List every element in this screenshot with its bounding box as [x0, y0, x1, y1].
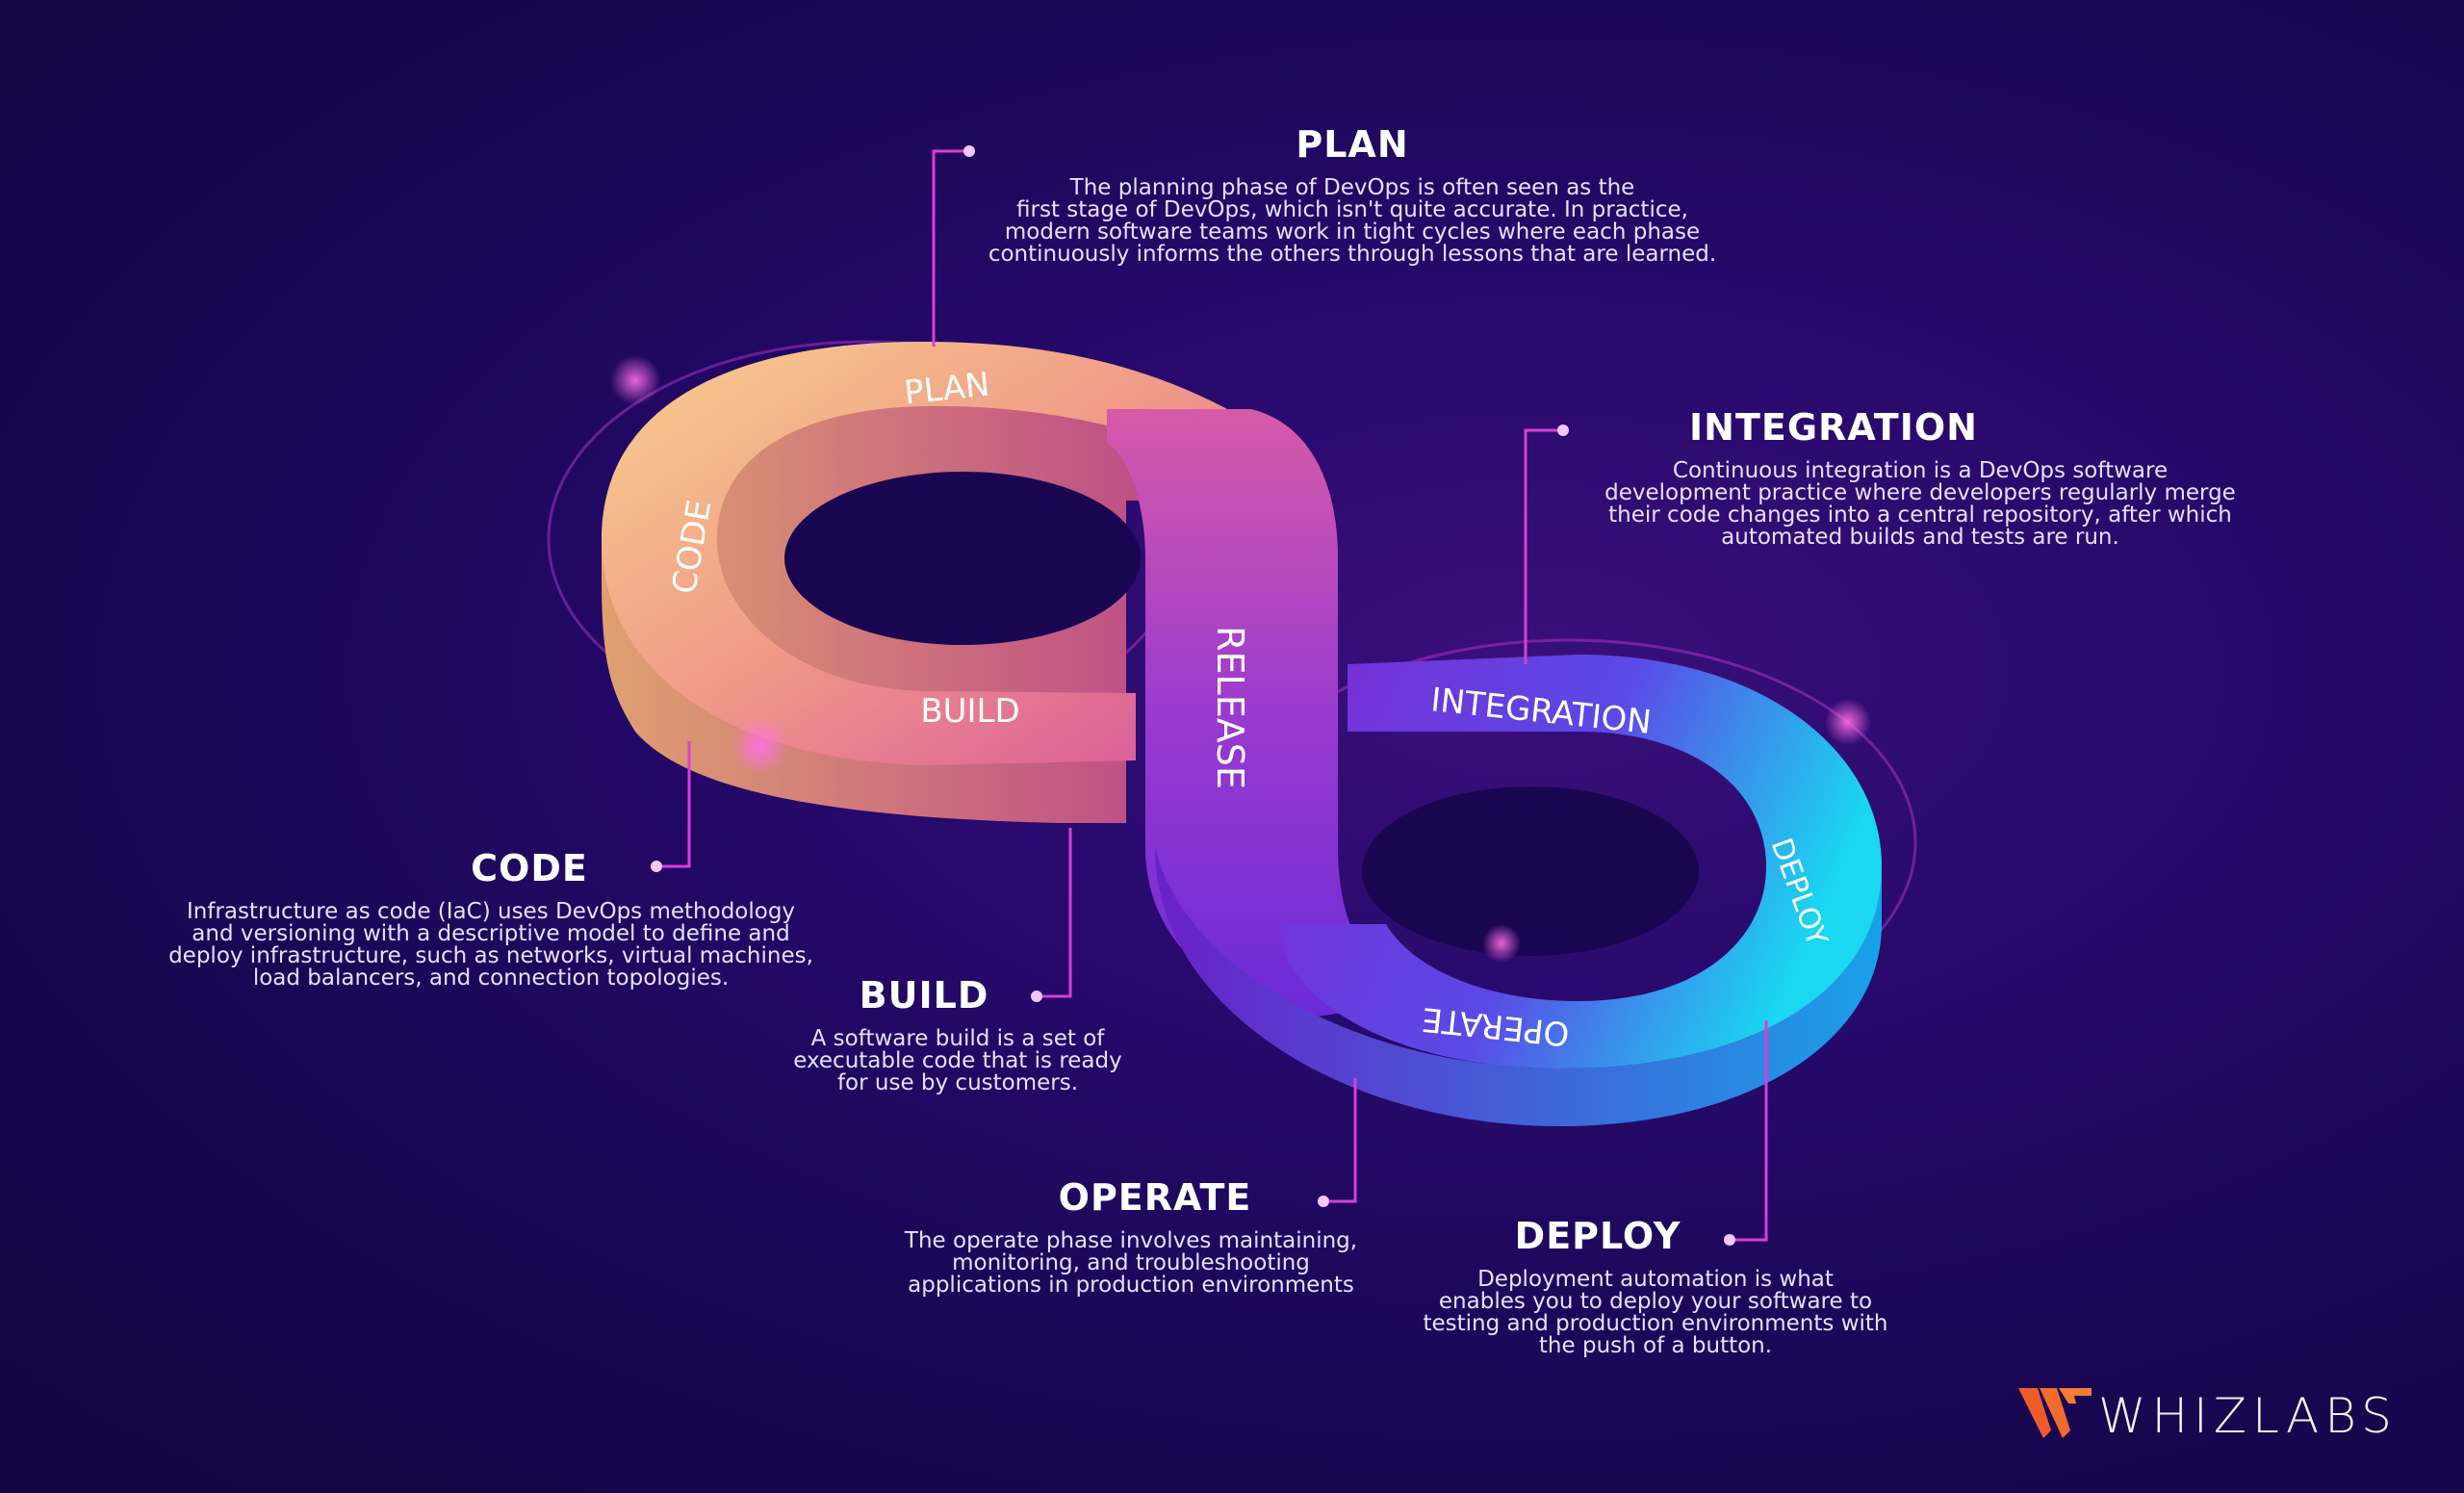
ring-label-build: BUILD — [920, 692, 1019, 731]
section-integration: INTEGRATION Continuous integration is a … — [1535, 406, 2305, 549]
section-title-plan: PLAN — [943, 123, 1761, 166]
section-title-code: CODE — [202, 847, 857, 889]
section-title-deploy: DEPLOY — [1270, 1215, 1925, 1257]
section-desc-integration: Continuous integration is a DevOps softw… — [1535, 460, 2305, 549]
glow-accent — [610, 355, 660, 405]
right-loop-hole — [1362, 786, 1699, 956]
section-desc-build: A software build is a set of executable … — [760, 1028, 1155, 1094]
section-title-integration: INTEGRATION — [1362, 406, 2305, 449]
section-plan: PLAN The planning phase of DevOps is oft… — [943, 123, 1761, 266]
section-desc-deploy: Deployment automation is what enables yo… — [1386, 1269, 1925, 1357]
whizlabs-logo-icon — [2016, 1382, 2093, 1444]
section-desc-plan: The planning phase of DevOps is often se… — [943, 177, 1761, 266]
glow-accent — [1825, 699, 1871, 745]
section-code: CODE Infrastructure as code (IaC) uses D… — [125, 847, 857, 990]
section-build: BUILD A software build is a set of execu… — [760, 974, 1155, 1094]
section-deploy: DEPLOY Deployment automation is what ena… — [1386, 1215, 1925, 1357]
ring-label-release: RELEASE — [1209, 626, 1251, 789]
glow-accent — [1482, 924, 1521, 963]
section-title-build: BUILD — [693, 974, 1155, 1017]
connector-build — [1040, 828, 1070, 996]
section-title-operate: OPERATE — [905, 1176, 1405, 1219]
logo-text: WHIZLABS — [2098, 1388, 2398, 1444]
whizlabs-logo: WHIZLABS — [2016, 1382, 2421, 1444]
left-loop-hole — [784, 472, 1141, 645]
glow-accent — [732, 717, 789, 775]
